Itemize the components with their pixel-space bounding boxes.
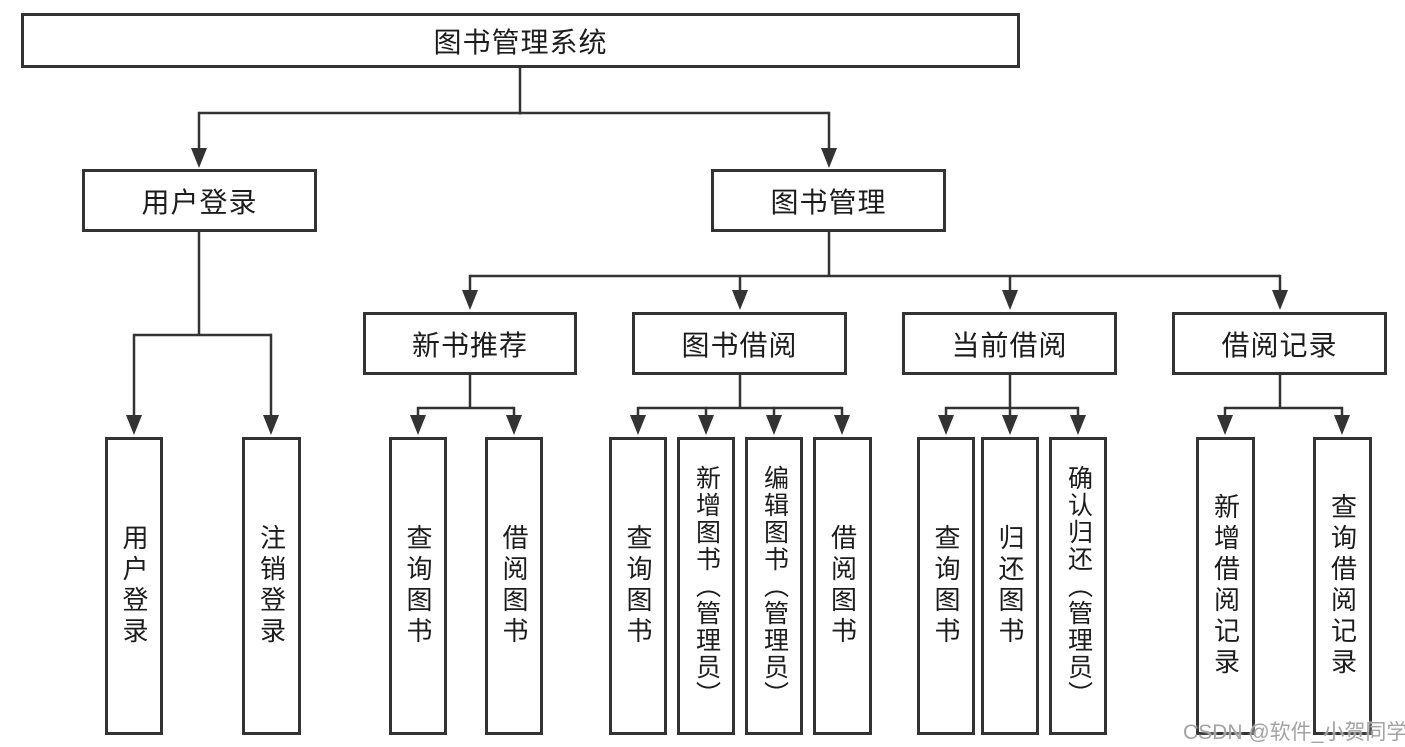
leaf-edit-books-admin: 编辑图书（管理员） bbox=[745, 437, 803, 735]
node-label: 用户登录 bbox=[141, 186, 258, 218]
node-book-management: 图书管理 bbox=[711, 169, 946, 232]
leaf-query-books-current: 查询图书 bbox=[917, 437, 975, 735]
node-borrow-records: 借阅记录 bbox=[1172, 312, 1387, 375]
node-label: 编辑图书（管理员） bbox=[760, 464, 789, 708]
leaf-add-borrow-record: 新增借阅记录 bbox=[1196, 437, 1255, 735]
leaf-user-login: 用户登录 bbox=[105, 437, 163, 735]
node-label: 图书管理系统 bbox=[433, 26, 608, 58]
node-label: 查询图书 bbox=[623, 524, 653, 648]
node-label: 新书推荐 bbox=[411, 329, 528, 361]
node-label: 图书管理 bbox=[770, 186, 887, 218]
node-book-borrow: 图书借阅 bbox=[632, 312, 847, 375]
leaf-query-books-recommend: 查询图书 bbox=[389, 437, 447, 735]
node-label: 用户登录 bbox=[119, 524, 149, 648]
node-label: 新增图书（管理员） bbox=[692, 464, 721, 708]
leaf-return-books: 归还图书 bbox=[981, 437, 1039, 735]
node-library-management-system: 图书管理系统 bbox=[21, 13, 1020, 68]
node-label: 查询图书 bbox=[931, 524, 961, 648]
leaf-confirm-return-admin: 确认归还（管理员） bbox=[1049, 437, 1107, 735]
leaf-query-borrow-record: 查询借阅记录 bbox=[1313, 437, 1372, 735]
node-label: 借阅图书 bbox=[827, 524, 858, 648]
node-current-borrow: 当前借阅 bbox=[902, 312, 1117, 375]
node-label: 归还图书 bbox=[995, 524, 1025, 648]
node-label: 新增借阅记录 bbox=[1210, 493, 1241, 679]
node-new-book-recommend: 新书推荐 bbox=[363, 312, 577, 375]
leaf-logout: 注销登录 bbox=[242, 437, 301, 735]
leaf-query-books-borrow: 查询图书 bbox=[609, 437, 667, 735]
leaf-add-books-admin: 新增图书（管理员） bbox=[677, 437, 735, 735]
node-label: 注销登录 bbox=[256, 524, 287, 648]
node-user-login: 用户登录 bbox=[82, 169, 317, 232]
node-label: 当前借阅 bbox=[951, 329, 1068, 361]
leaf-borrow-books: 借阅图书 bbox=[813, 437, 872, 735]
node-label: 借阅图书 bbox=[499, 524, 529, 648]
leaf-borrow-books-recommend: 借阅图书 bbox=[485, 437, 543, 735]
node-label: 图书借阅 bbox=[681, 329, 798, 361]
csdn-watermark: CSDN @软件_小贺同学 bbox=[1183, 721, 1405, 744]
node-label: 借阅记录 bbox=[1221, 329, 1338, 361]
node-label: 确认归还（管理员） bbox=[1064, 464, 1093, 708]
node-label: 查询图书 bbox=[403, 524, 433, 648]
node-label: 查询借阅记录 bbox=[1327, 493, 1358, 679]
